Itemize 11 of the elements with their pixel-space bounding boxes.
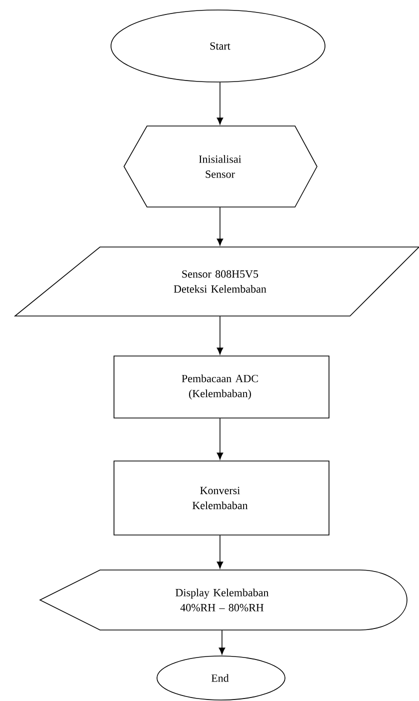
terminator-oval: End xyxy=(156,656,286,700)
arrow xyxy=(216,316,224,355)
arrow xyxy=(218,630,226,655)
arrow xyxy=(216,207,224,246)
process-box: Pembacaan ADC (Kelembaban) xyxy=(114,356,330,418)
arrow xyxy=(216,82,224,125)
arrow xyxy=(216,418,224,460)
arrow xyxy=(216,535,224,569)
process-box: Konversi Kelembaban xyxy=(114,460,330,536)
preparation-hexagon: Inisialisai Sensor xyxy=(124,126,318,208)
terminator-oval: Start xyxy=(110,10,326,82)
